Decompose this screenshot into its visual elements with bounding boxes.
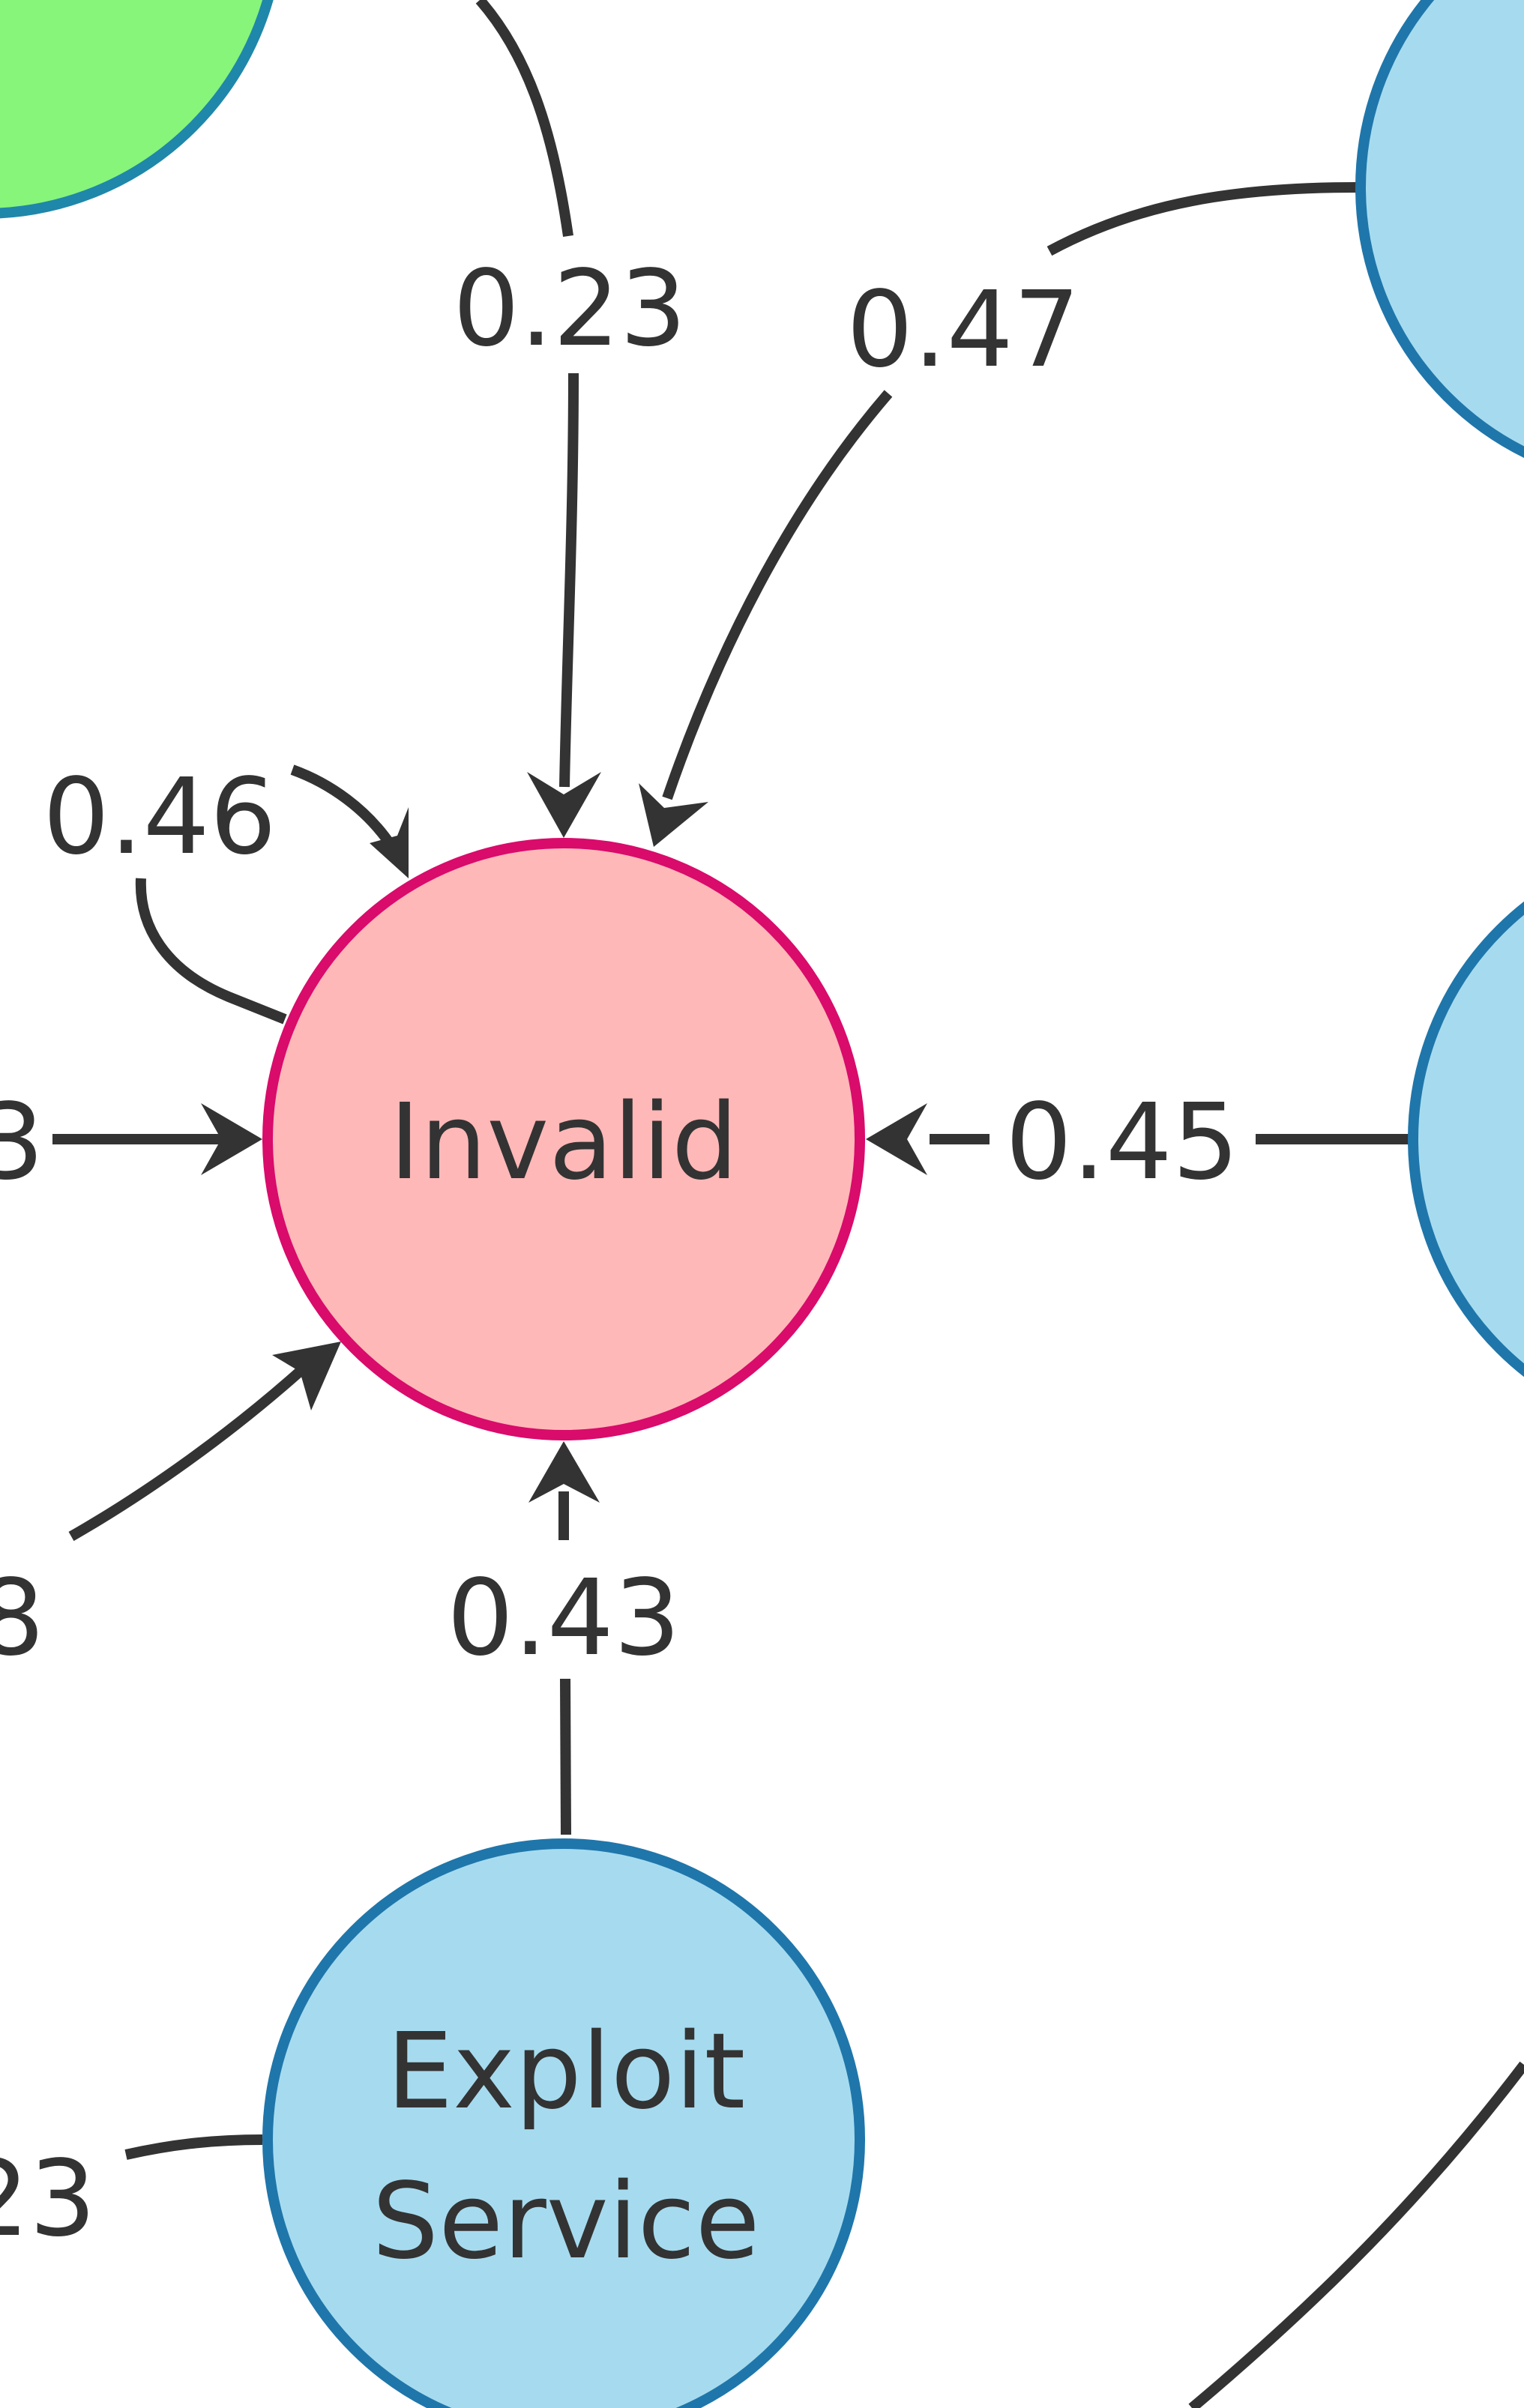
edge-self-loop-end <box>290 764 397 850</box>
edge-topright-to-invalid-lower <box>662 390 893 800</box>
node-blue-top-right[interactable] <box>1355 0 1524 483</box>
arrowhead-left <box>201 1103 262 1175</box>
arrowhead-top-right <box>639 783 708 847</box>
edge-label-top-left: 0.23 <box>453 248 687 370</box>
node-exploit-service-label-line2: Service <box>372 2161 759 2283</box>
edge-green-to-invalid-lower <box>559 372 579 788</box>
edge-label-bottom-left-partial: 23 <box>0 2138 96 2260</box>
edge-left-to-exploit <box>124 2134 263 2160</box>
node-invalid-label: Invalid <box>389 1081 738 1204</box>
edge-lowerleft-to-invalid <box>68 1367 304 1542</box>
edge-bottom-right-curve <box>1188 2061 1524 2408</box>
edge-self-loop-start <box>135 878 287 1025</box>
edge-green-to-invalid-upper <box>475 0 573 237</box>
edge-topright-to-invalid-upper <box>1046 182 1358 256</box>
edge-exploit-to-invalid-a <box>560 1678 571 1835</box>
node-blue-right[interactable] <box>1408 843 1524 1435</box>
node-green[interactable] <box>0 0 280 219</box>
edge-label-lower-left-partial: 8 <box>0 1557 44 1680</box>
edge-label-left-partial: 3 <box>0 1081 44 1204</box>
arrowhead-self-loop <box>370 807 409 878</box>
arrowhead-top-left <box>527 772 601 838</box>
node-exploit-service-label-line1: Exploit <box>387 2011 746 2133</box>
arrowhead-lower-left <box>272 1342 341 1410</box>
node-invalid[interactable]: Invalid <box>262 838 865 1440</box>
node-exploit-service[interactable]: Exploit Service <box>262 1838 865 2408</box>
edge-label-right: 0.45 <box>1005 1081 1239 1204</box>
edge-label-top-right: 0.47 <box>846 269 1080 391</box>
arrowhead-right <box>866 1103 927 1175</box>
edge-label-bottom: 0.43 <box>447 1557 681 1680</box>
arrowhead-bottom <box>528 1441 600 1503</box>
edge-label-self-loop: 0.46 <box>43 756 277 878</box>
